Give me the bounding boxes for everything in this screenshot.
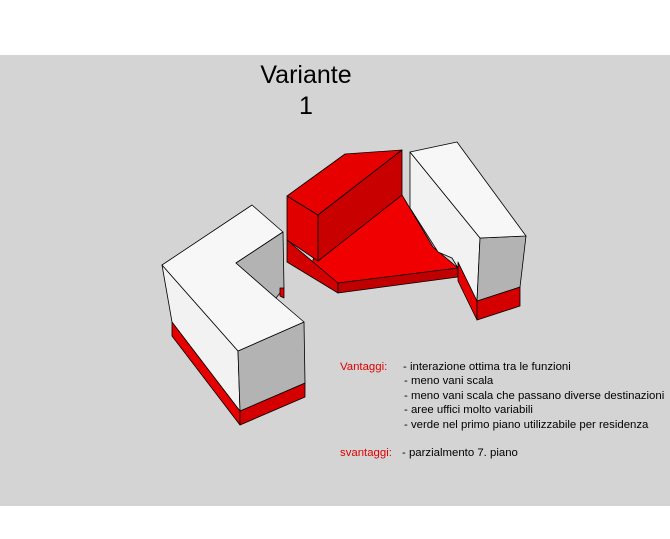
vantaggi-row: - aree uffici molto variabili [340, 403, 670, 417]
pros-cons-notes: Vantaggi: - interazione ottima tra le fu… [340, 360, 670, 460]
vantaggi-item: - meno vani scala che passano diverse de… [404, 389, 665, 402]
slide-title: Variante 1 [226, 60, 386, 122]
left-volume-inner-red-step [279, 287, 285, 299]
svantaggi-label: svantaggi: [340, 446, 392, 459]
vantaggi-item: - verde nel primo piano utilizzabile per… [404, 418, 649, 431]
notes-spacer [340, 432, 670, 446]
svantaggi-item: - parzialmento 7. piano [402, 446, 518, 459]
vantaggi-row: Vantaggi: - interazione ottima tra le fu… [340, 360, 670, 374]
vantaggi-item: - meno vani scala [404, 375, 494, 388]
vantaggi-item: - aree uffici molto variabili [404, 404, 533, 417]
svantaggi-row: svantaggi: - parzialmento 7. piano [340, 446, 670, 460]
title-line-2: 1 [299, 92, 313, 120]
vantaggi-row: - verde nel primo piano utilizzabile per… [340, 418, 670, 432]
vantaggi-row: - meno vani scala che passano diverse de… [340, 389, 670, 403]
vantaggi-label: Vantaggi: [340, 361, 388, 373]
building-massing-model [161, 141, 527, 426]
right-volume-roof [409, 141, 527, 239]
title-line-1: Variante [260, 61, 352, 89]
left-l-volume [161, 204, 306, 426]
slide-canvas: Variante 1 [0, 55, 670, 506]
right-volume [409, 141, 527, 321]
central-volume-tall-front [317, 149, 403, 262]
vantaggi-row: - meno vani scala [340, 374, 670, 388]
vantaggi-item: - interazione ottima tra le funzioni [403, 361, 571, 373]
central-red-volume [286, 149, 459, 294]
